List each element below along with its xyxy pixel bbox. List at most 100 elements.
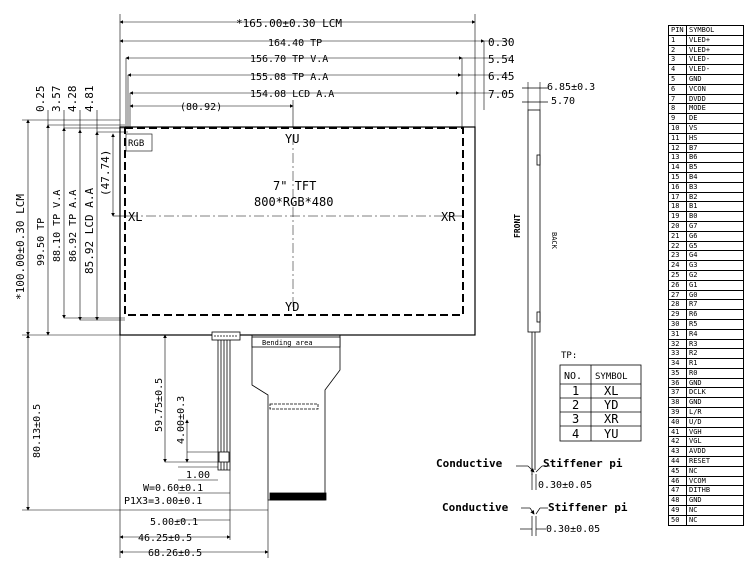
pin-symbol: HS	[686, 132, 744, 144]
pin-symbol: VGH	[686, 426, 744, 438]
pin-symbol: GND	[686, 73, 744, 85]
pin-header-symbol: SYMBOL	[686, 25, 744, 36]
pin-symbol: R7	[686, 299, 744, 311]
pin-number: 38	[668, 397, 687, 409]
pin-symbol: G6	[686, 230, 744, 242]
pin-number: 4	[668, 64, 687, 75]
pin-number: 40	[668, 416, 687, 428]
pin-number: 47	[668, 485, 687, 497]
tp-row-no: 1	[572, 384, 579, 398]
pin-number: 25	[668, 269, 687, 281]
dim-fpc-400: 4.00±0.3	[176, 396, 187, 444]
pin-number: 14	[668, 162, 687, 173]
pin-number: 10	[668, 122, 687, 134]
dim-left-357: 3.57	[50, 86, 63, 113]
pin-number: 9	[668, 113, 687, 124]
pin-number: 18	[668, 201, 687, 213]
dim-fpc-w: W=0.60±0.1	[143, 483, 203, 494]
pin-number: 19	[668, 211, 687, 222]
pin-number: 11	[668, 132, 687, 144]
side-view	[522, 82, 548, 475]
dim-side-685: 6.85±0.3	[547, 82, 595, 93]
pin-symbol: R5	[686, 318, 744, 330]
pin-symbol: B7	[686, 142, 744, 154]
pin-number: 21	[668, 230, 687, 242]
pin-symbol: B2	[686, 191, 744, 203]
pin-symbol: GND	[686, 377, 744, 389]
conductive-label-1: Conductive	[436, 457, 503, 470]
pin-symbol: B1	[686, 201, 744, 213]
xr-label: XR	[441, 210, 456, 224]
dim-side-030a: 0.30±0.05	[538, 480, 592, 491]
stiffener-label-1: Stiffener pi	[543, 457, 623, 470]
dim-left-428: 4.28	[66, 86, 79, 113]
yd-label: YD	[285, 300, 299, 314]
pin-symbol: B6	[686, 152, 744, 164]
pin-symbol: R6	[686, 309, 744, 320]
pin-symbol: B5	[686, 162, 744, 173]
pin-symbol: MODE	[686, 103, 744, 115]
tp-va-dashed	[124, 127, 464, 316]
dim-lcm-width: *165.00±0.30 LCM	[236, 17, 342, 30]
pin-number: 27	[668, 289, 687, 301]
left-dimensions	[22, 110, 128, 336]
dim-fpc-total: 80.13±0.5	[32, 404, 43, 458]
dim-lcm-height: *100.00±0.30 LCM	[14, 194, 27, 300]
back-label: BACK	[550, 232, 558, 250]
pin-number: 12	[668, 142, 687, 154]
dim-right-554: 5.54	[488, 53, 515, 66]
pin-number: 5	[668, 73, 687, 85]
pin-symbol: GND	[686, 397, 744, 409]
pin-number: 41	[668, 426, 687, 438]
pin-symbol: R4	[686, 328, 744, 340]
pin-symbol: NC	[686, 465, 744, 477]
pin-table-header: PIN SYMBOL	[668, 25, 744, 36]
dim-right-645: 6.45	[488, 70, 515, 83]
pin-symbol: R2	[686, 348, 744, 360]
panel-resolution: 800*RGB*480	[254, 195, 333, 209]
pin-number: 20	[668, 220, 687, 232]
mechanical-drawing: RGB YU YD XL XR 7" TFT 800*RGB*480 *165.…	[14, 14, 642, 559]
pin-symbol: G1	[686, 279, 744, 291]
pin-number: 48	[668, 495, 687, 507]
bottom-dimensions	[22, 334, 269, 558]
pin-number: 8	[668, 103, 687, 115]
pin-header-pin: PIN	[668, 25, 687, 36]
stiffener-callouts	[516, 465, 550, 536]
pin-symbol: VS	[686, 122, 744, 134]
pin-number: 28	[668, 299, 687, 311]
dim-ref-8092: (80.92)	[180, 102, 222, 113]
pin-symbol: RESET	[686, 456, 744, 467]
pin-symbol: VGL	[686, 436, 744, 448]
dim-side-030b: 0.30±0.05	[546, 524, 600, 535]
pin-symbol: VCON	[686, 83, 744, 95]
tp-row-symbol: XL	[604, 384, 618, 398]
pin-number: 43	[668, 446, 687, 458]
